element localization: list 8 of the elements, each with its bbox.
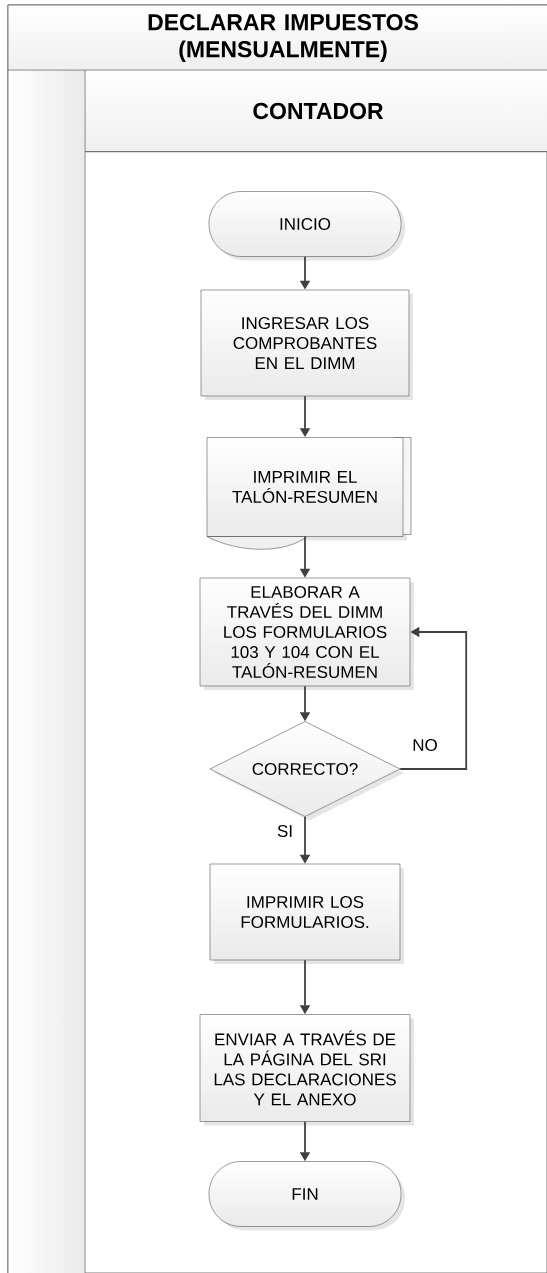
process-box: IMPRIMIR LOS FORMULARIOS. xyxy=(209,863,404,964)
process-box: ELABORAR A TRAVÉS DEL DIMM LOS FORMULARIOS 103 Y 104 CON EL TALÓN-RESUMEN xyxy=(199,577,414,690)
process-box: INGRESAR LOS COMPROBANTES EN EL DIMM xyxy=(200,289,413,400)
edge-label: SI xyxy=(275,824,295,839)
process-box: ENVIAR A TRAVÉS DE LA PÁGINA DEL SRI LAS DECLARACIONES Y EL ANEXO xyxy=(199,1014,414,1126)
terminal: FIN xyxy=(208,1161,405,1231)
terminal: INICIO xyxy=(208,191,405,261)
edge-label: NO xyxy=(411,738,439,753)
